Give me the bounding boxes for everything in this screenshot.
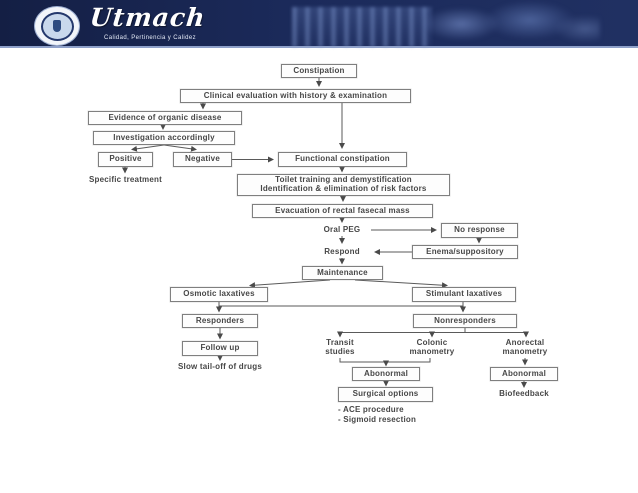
node-transit-studies: Transit studies [317, 338, 363, 358]
header-banner: Utmach Calidad, Pertinencia y Calidez [0, 0, 638, 48]
node-maintenance: Maintenance [302, 266, 383, 280]
node-abnormal-left: Abonormal [352, 367, 420, 381]
node-colonic-manometry: Colonic manometry [401, 338, 463, 358]
node-nonresponders: Nonresponders [413, 314, 517, 328]
colonic-line1: Colonic [416, 338, 448, 348]
seal-inner-ring [40, 11, 74, 41]
node-evacuation: Evacuation of rectal fasecal mass [252, 204, 433, 218]
node-responders: Responders [182, 314, 258, 328]
node-surgical-options: Surgical options [338, 387, 433, 402]
banner-campus-buildings-art [292, 7, 432, 47]
node-no-response: No response [441, 223, 518, 238]
toilet-training-line2: Identification & elimination of risk fac… [260, 184, 427, 193]
constipation-flowchart: Constipation Clinical evaluation with hi… [0, 48, 638, 493]
flowchart-connectors [122, 78, 529, 388]
node-surgical-list: - ACE procedure - Sigmoid resection [338, 405, 448, 425]
node-osmotic-laxatives: Osmotic laxatives [170, 287, 268, 302]
transit-line1: Transit [326, 338, 354, 348]
node-toilet-training: Toilet training and demystification Iden… [237, 174, 450, 196]
anorectal-line1: Anorectal [505, 338, 545, 348]
sigmoid-resection-item: - Sigmoid resection [338, 415, 417, 424]
transit-line2: studies [325, 347, 355, 356]
node-abnormal-right: Abonormal [490, 367, 558, 381]
seal-crest-icon [53, 20, 61, 32]
node-functional-constipation: Functional constipation [278, 152, 407, 167]
node-positive: Positive [98, 152, 153, 167]
banner-bottom-strip [0, 46, 638, 48]
brand-tagline: Calidad, Pertinencia y Calidez [104, 35, 197, 41]
node-stimulant-laxatives: Stimulant laxatives [412, 287, 516, 302]
node-respond: Respond [324, 246, 360, 256]
node-enema-suppository: Enema/suppository [412, 245, 518, 259]
node-follow-up: Follow up [182, 341, 258, 356]
university-seal-logo [34, 6, 80, 46]
brand-wordmark: Utmach [88, 3, 207, 32]
banner-monument-statues-art [415, 0, 600, 48]
node-anorectal-manometry: Anorectal manometry [493, 338, 557, 358]
colonic-line2: manometry [409, 347, 455, 356]
node-investigation-accordingly: Investigation accordingly [93, 131, 235, 145]
node-constipation: Constipation [281, 64, 357, 78]
toilet-training-line1: Toilet training and demystification [275, 175, 412, 185]
ace-procedure-item: - ACE procedure [338, 405, 404, 414]
node-biofeedback: Biofeedback [499, 389, 549, 399]
node-oral-peg: Oral PEG [323, 224, 361, 234]
node-negative: Negative [173, 152, 232, 167]
node-specific-treatment: Specific treatment [89, 175, 162, 185]
node-slow-tail-off: Slow tail-off of drugs [178, 362, 262, 372]
node-clinical-evaluation: Clinical evaluation with history & exami… [180, 89, 411, 103]
node-evidence-organic-disease: Evidence of organic disease [88, 111, 242, 125]
anorectal-line2: manometry [502, 347, 548, 356]
